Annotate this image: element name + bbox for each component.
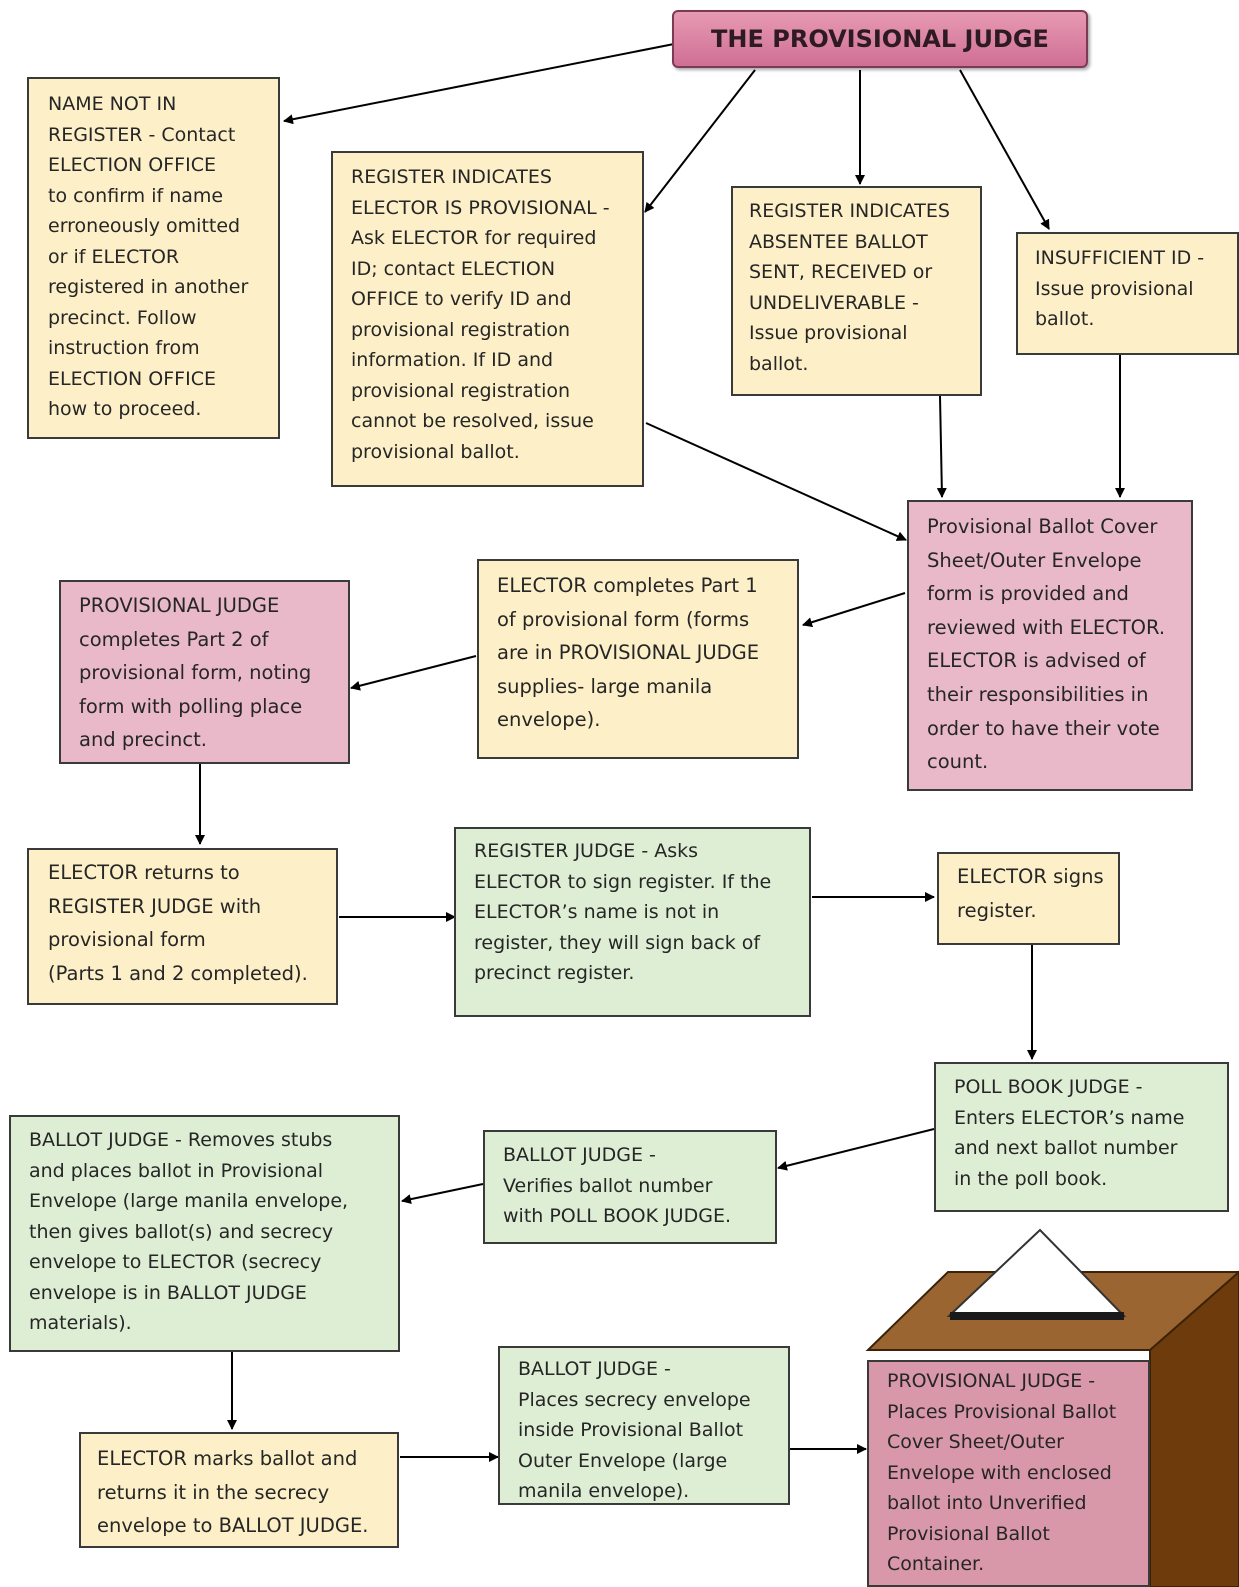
- arrow-part1-to-part2: [350, 655, 477, 691]
- box-ballot-judge-verifies: BALLOT JUDGE - Verifies ballot number wi…: [483, 1130, 777, 1244]
- arrow-provisional-to-cover-sheet: [645, 422, 907, 541]
- box-elector-marks-ballot: ELECTOR marks ballot and returns it in t…: [79, 1432, 399, 1548]
- box-provisional-judge-container: PROVISIONAL JUDGE - Places Provisional B…: [867, 1360, 1150, 1587]
- box-register-judge: REGISTER JUDGE - Asks ELECTOR to sign re…: [454, 827, 811, 1017]
- box-elector-signs: ELECTOR signs register.: [937, 852, 1120, 945]
- box-name-not-in-register: NAME NOT IN REGISTER - Contact ELECTION …: [27, 77, 280, 439]
- box-provisional-judge-part2: PROVISIONAL JUDGE completes Part 2 of pr…: [59, 580, 350, 764]
- arrow-ballot-verifies-to-removes: [401, 1183, 484, 1205]
- box-register-indicates-absentee: REGISTER INDICATES ABSENTEE BALLOT SENT,…: [731, 186, 982, 396]
- box-insufficient-id: INSUFFICIENT ID - Issue provisional ball…: [1016, 232, 1239, 355]
- arrow-absentee-to-cover-sheet: [936, 395, 947, 498]
- box-elector-completes-part1: ELECTOR completes Part 1 of provisional …: [477, 559, 799, 759]
- box-ballot-judge-removes-stubs: BALLOT JUDGE - Removes stubs and places …: [9, 1115, 400, 1352]
- arrow-title-to-insufficient-id: [959, 69, 1050, 230]
- ballot-box-illustration: [865, 1228, 1239, 1587]
- box-poll-book-judge: POLL BOOK JUDGE - Enters ELECTOR’s name …: [934, 1062, 1229, 1212]
- arrow-title-to-register-provisional: [644, 69, 756, 213]
- box-cover-sheet-provided: Provisional Ballot Cover Sheet/Outer Env…: [907, 500, 1193, 791]
- box-ballot-judge-places-envelope: BALLOT JUDGE - Places secrecy envelope i…: [498, 1346, 790, 1505]
- arrow-cover-sheet-to-part1: [802, 592, 906, 628]
- arrow-poll-book-to-ballot-verifies: [777, 1128, 935, 1171]
- title-provisional-judge: THE PROVISIONAL JUDGE: [672, 10, 1088, 68]
- box-register-indicates-provisional: REGISTER INDICATES ELECTOR IS PROVISIONA…: [331, 151, 644, 487]
- arrow-title-to-name-not-in-register: [283, 43, 675, 125]
- box-elector-returns: ELECTOR returns to REGISTER JUDGE with p…: [27, 848, 338, 1005]
